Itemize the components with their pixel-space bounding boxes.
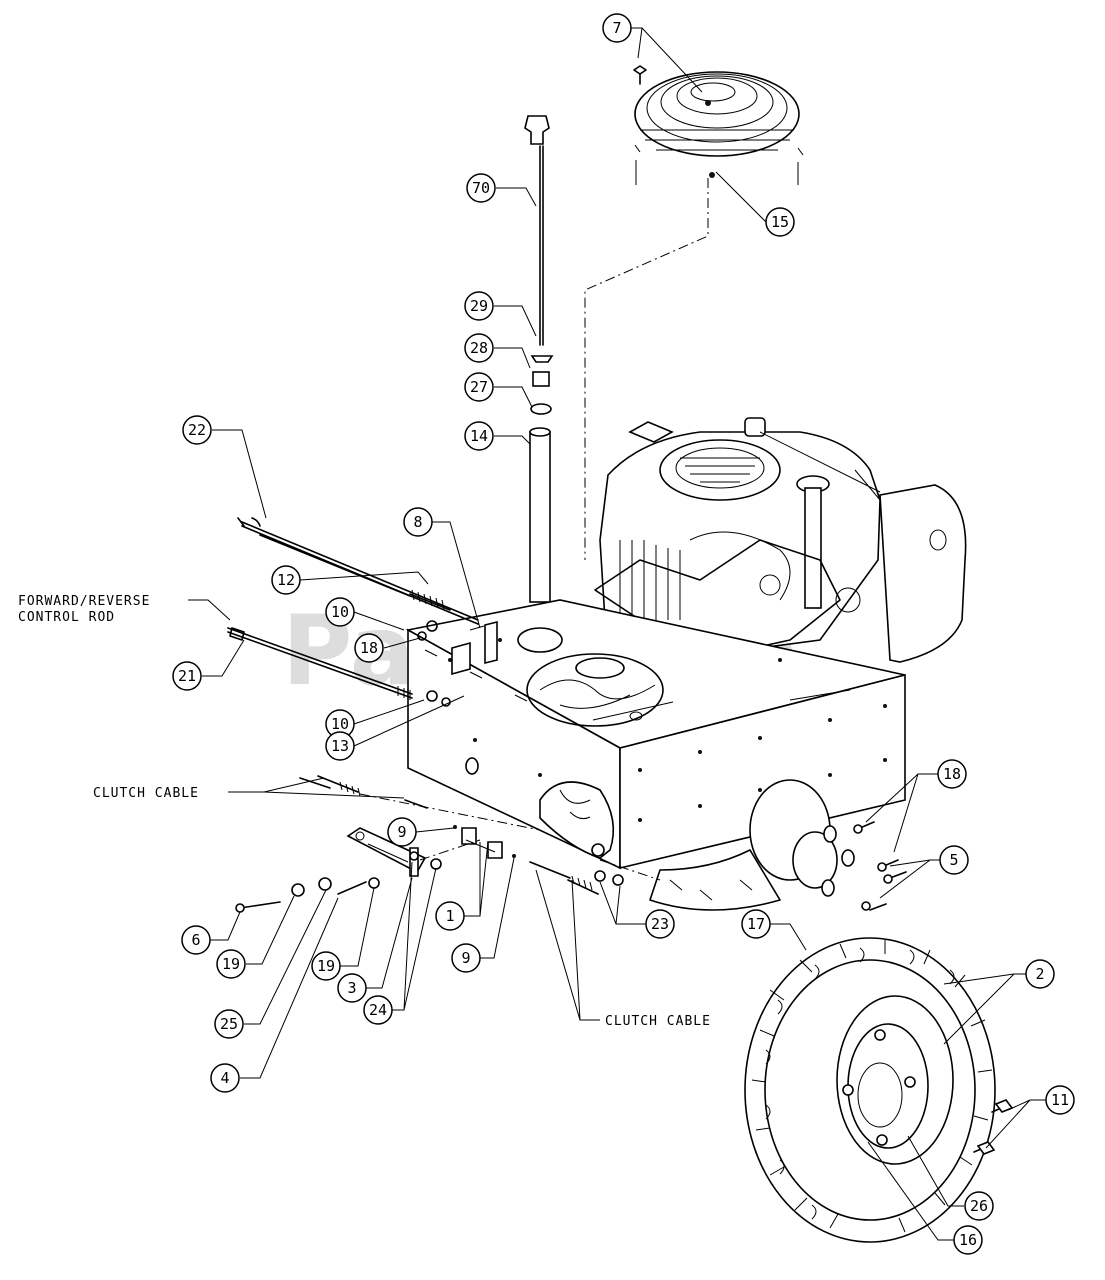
callout-26: 26 — [964, 1191, 994, 1221]
clutch-cable-label-lower: CLUTCH CABLE — [605, 1014, 711, 1029]
svg-text:3: 3 — [347, 979, 356, 997]
svg-text:8: 8 — [413, 513, 422, 531]
callout-22: 22 — [182, 415, 212, 445]
callout-21: 21 — [172, 661, 202, 691]
svg-text:9: 9 — [461, 949, 470, 967]
callout-19-left: 19 — [216, 949, 246, 979]
engine — [594, 417, 967, 663]
callout-10-lower: 10 — [325, 709, 355, 739]
callout-7: 7 — [602, 13, 632, 43]
svg-text:70: 70 — [472, 179, 490, 197]
fan-screen — [633, 65, 804, 185]
dipstick-assembly — [524, 115, 554, 603]
clutch-linkage — [235, 775, 661, 913]
svg-text:11: 11 — [1051, 1091, 1069, 1109]
callout-6: 6 — [181, 925, 211, 955]
clutch-cable-label-upper: CLUTCH CABLE — [93, 786, 199, 801]
svg-text:25: 25 — [220, 1015, 238, 1033]
svg-text:13: 13 — [331, 737, 349, 755]
text-labels: FORWARD/REVERSE CONTROL ROD CLUTCH CABLE… — [18, 594, 711, 1029]
svg-text:10: 10 — [331, 603, 349, 621]
svg-text:10: 10 — [331, 715, 349, 733]
callout-19-right: 19 — [311, 951, 341, 981]
svg-text:26: 26 — [970, 1197, 988, 1215]
svg-text:24: 24 — [369, 1001, 387, 1019]
callout-5: 5 — [939, 845, 969, 875]
callout-11: 11 — [1045, 1085, 1075, 1115]
svg-text:27: 27 — [470, 378, 488, 396]
callout-28: 28 — [464, 333, 494, 363]
svg-text:9: 9 — [397, 823, 406, 841]
callout-8: 8 — [403, 507, 433, 537]
svg-text:14: 14 — [470, 427, 488, 445]
callout-1: 1 — [435, 901, 465, 931]
callout-70: 70 — [466, 173, 496, 203]
svg-text:18: 18 — [360, 639, 378, 657]
wheel — [744, 937, 1014, 1243]
callouts: 7 15 70 29 28 27 14 22 8 12 10 18 21 10 … — [172, 13, 1075, 1255]
svg-text:5: 5 — [949, 851, 958, 869]
svg-text:16: 16 — [959, 1231, 977, 1249]
control-rods — [227, 517, 479, 707]
svg-text:19: 19 — [317, 957, 335, 975]
svg-text:28: 28 — [470, 339, 488, 357]
svg-text:17: 17 — [747, 915, 765, 933]
svg-text:4: 4 — [220, 1069, 229, 1087]
callout-2: 2 — [1025, 959, 1055, 989]
callout-9-lower: 9 — [451, 943, 481, 973]
callout-27: 27 — [464, 372, 494, 402]
callout-16: 16 — [953, 1225, 983, 1255]
svg-text:22: 22 — [188, 421, 206, 439]
callout-14: 14 — [464, 421, 494, 451]
callout-3: 3 — [337, 973, 367, 1003]
forward-reverse-label-line1: FORWARD/REVERSE — [18, 594, 150, 609]
svg-text:12: 12 — [277, 571, 295, 589]
callout-10-upper: 10 — [325, 597, 355, 627]
callout-24: 24 — [363, 995, 393, 1025]
svg-text:23: 23 — [651, 915, 669, 933]
svg-text:19: 19 — [222, 955, 240, 973]
callout-15: 15 — [765, 207, 795, 237]
svg-text:7: 7 — [612, 19, 621, 37]
callout-25: 25 — [214, 1009, 244, 1039]
callout-17: 17 — [741, 909, 771, 939]
forward-reverse-label-line2: CONTROL ROD — [18, 610, 115, 625]
callout-29: 29 — [464, 291, 494, 321]
svg-text:2: 2 — [1035, 965, 1044, 983]
callout-12: 12 — [271, 565, 301, 595]
svg-text:15: 15 — [771, 213, 789, 231]
svg-text:18: 18 — [943, 765, 961, 783]
callout-23: 23 — [645, 909, 675, 939]
transaxle — [649, 779, 855, 911]
callout-18-left: 18 — [354, 633, 384, 663]
transaxle-bolts — [853, 821, 907, 911]
svg-text:21: 21 — [178, 667, 196, 685]
callout-18-right: 18 — [937, 759, 967, 789]
svg-text:1: 1 — [445, 907, 454, 925]
leader-lines — [188, 27, 1046, 1241]
svg-text:29: 29 — [470, 297, 488, 315]
callout-13: 13 — [325, 731, 355, 761]
svg-text:6: 6 — [191, 931, 200, 949]
screw-7 — [633, 65, 647, 85]
callout-4: 4 — [210, 1063, 240, 1093]
callout-9-upper: 9 — [387, 817, 417, 847]
